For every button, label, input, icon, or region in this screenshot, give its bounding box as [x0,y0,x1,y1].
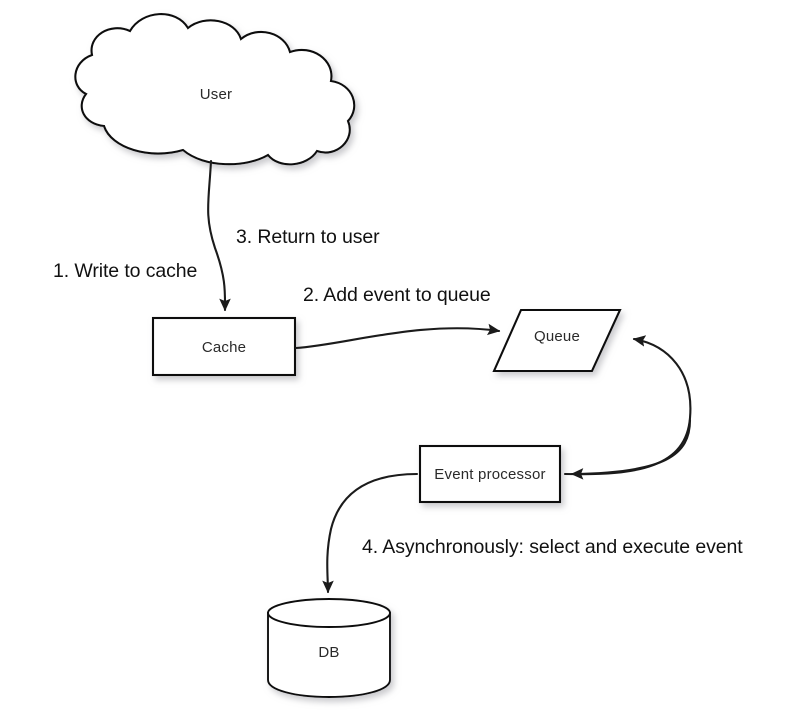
node-event-processor-label: Event processor [434,466,545,483]
node-db[interactable]: DB [267,598,391,698]
cloud-shape [74,13,356,166]
db-cylinder-top [267,598,391,628]
node-db-label: DB [318,644,339,661]
edge-processor-to-db [322,472,419,594]
step-label-2: 2. Add event to queue [303,284,491,306]
node-cache-label: Cache [202,339,246,356]
step-label-4: 4. Asynchronously: select and execute ev… [362,536,743,558]
node-user[interactable]: User [74,13,356,166]
node-event-processor[interactable]: Event processor [418,444,562,504]
edge-user-to-cache [207,159,231,312]
node-user-label: User [200,86,232,103]
queue-parallelogram [492,308,622,373]
node-cache[interactable]: Cache [151,316,297,377]
node-queue-label: Queue [534,328,580,345]
step-label-1: 1. Write to cache [53,260,197,282]
cache-rect [151,316,297,377]
db-cylinder-body [267,612,391,698]
edge-cache-to-queue [294,323,501,350]
edge-queue-to-processor [570,418,692,480]
event-processor-rect [418,444,562,504]
step-label-3: 3. Return to user [236,226,380,248]
node-queue[interactable]: Queue [492,308,622,373]
